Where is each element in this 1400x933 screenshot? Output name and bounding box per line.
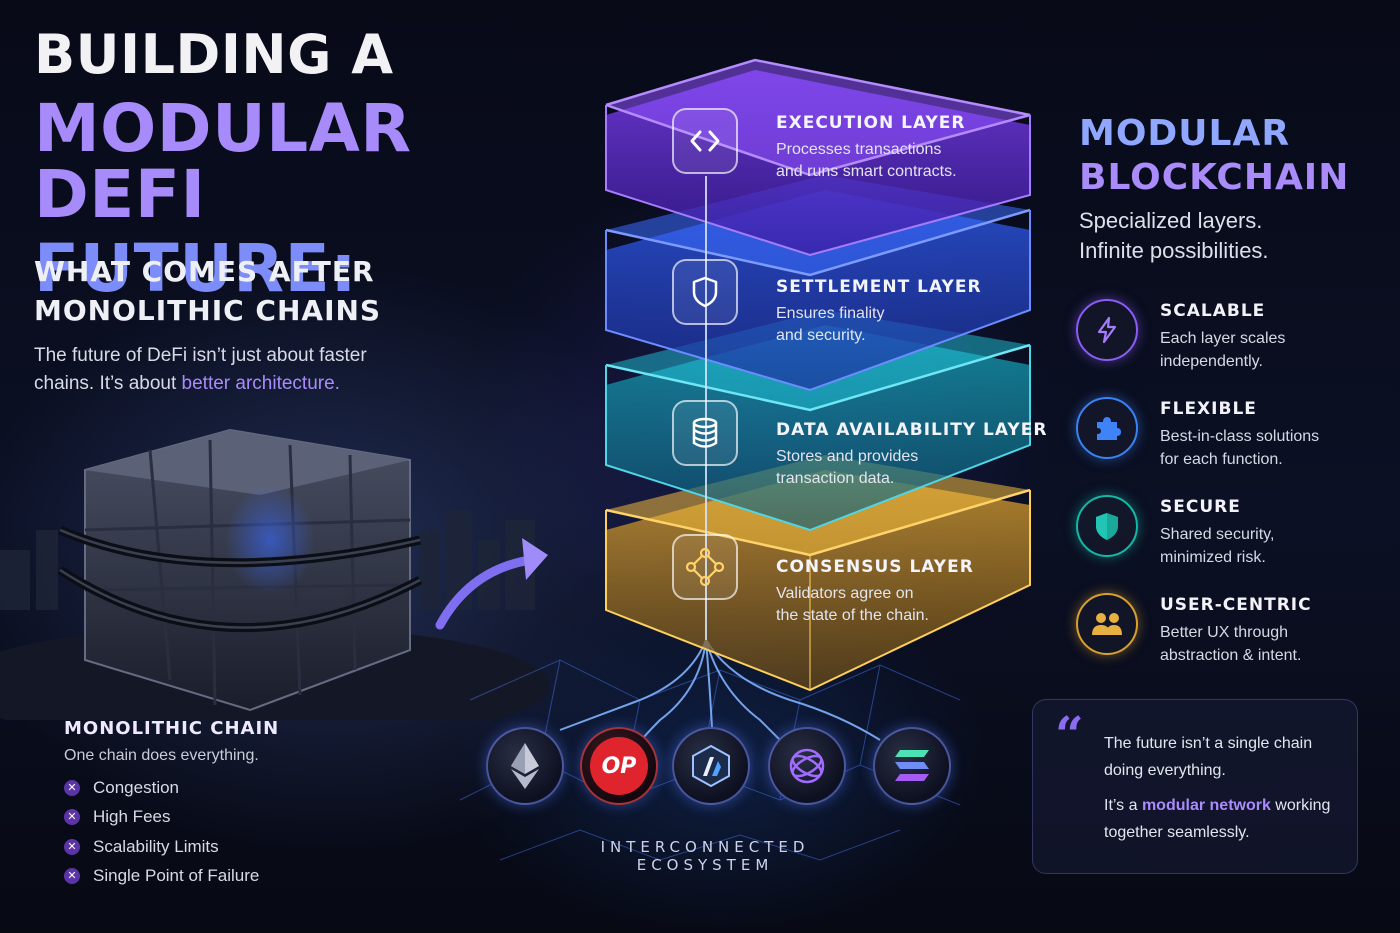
x-icon: ✕	[64, 779, 80, 796]
monolithic-description: One chain does everything.	[64, 747, 259, 764]
quote-highlight: modular network	[1141, 797, 1271, 814]
x-icon: ✕	[64, 868, 80, 885]
right-subtitle: Specialized layers. Infinite possibiliti…	[1079, 208, 1269, 263]
subtitle-line-2: MONOLITHIC CHAINS	[34, 294, 382, 327]
ethereum-icon	[486, 727, 564, 805]
feature-name: USER-CENTRIC	[1160, 595, 1312, 615]
database-icon	[672, 400, 738, 466]
right-title-line-1: MODULAR	[1079, 113, 1291, 154]
main-title: BUILDING A MODULAR DEFI FUTURE:	[34, 28, 554, 302]
quote-mark-icon: “	[1055, 705, 1084, 764]
quote-card: “ The future isn’t a single chain doing …	[1032, 699, 1358, 874]
feature-description: Shared security,minimized risk.	[1160, 526, 1275, 566]
monolithic-panel: MONOLITHIC CHAIN One chain does everythi…	[64, 718, 279, 891]
feature-secure: SECURE Shared security,minimized risk.	[1076, 495, 1340, 569]
users-icon	[1076, 593, 1138, 655]
puzzle-icon	[1076, 397, 1138, 459]
list-item: ✕Single Point of Failure	[64, 862, 279, 892]
quote-line-2: It’s a modular network working together …	[1104, 797, 1331, 841]
feature-name: SCALABLE	[1160, 301, 1266, 321]
title-line-3: FUTURE:	[34, 230, 358, 307]
layer-name: CONSENSUS LAYER	[776, 557, 974, 577]
shield-icon	[672, 259, 738, 325]
subtitle: WHAT COMES AFTER MONOLITHIC CHAINS	[34, 252, 381, 330]
solana-icon	[873, 727, 951, 805]
quote-line-1: The future isn’t a single chain doing ev…	[1104, 735, 1313, 779]
shield-icon	[1076, 495, 1138, 557]
layer-name: SETTLEMENT LAYER	[776, 277, 982, 297]
subtitle-line-1: WHAT COMES AFTER	[34, 255, 375, 288]
code-icon	[672, 108, 738, 174]
polygon-icon	[768, 727, 846, 805]
ecosystem-label: INTERCONNECTED ECOSYSTEM	[600, 838, 810, 874]
optimism-logo-text: OP	[590, 737, 648, 795]
layer-name: EXECUTION LAYER	[776, 113, 966, 133]
right-title: MODULAR BLOCKCHAIN	[1079, 112, 1349, 200]
monolithic-title: MONOLITHIC CHAIN	[64, 718, 280, 739]
intro-highlight: better architecture.	[181, 373, 340, 394]
monolithic-issue-list: ✕Congestion ✕High Fees ✕Scalability Limi…	[64, 773, 279, 891]
lightning-icon	[1076, 299, 1138, 361]
intro-body: The future of DeFi isn’t just about fast…	[34, 345, 367, 394]
x-icon: ✕	[64, 809, 80, 826]
broken-cube-illustration	[0, 428, 550, 720]
list-item: ✕Scalability Limits	[64, 832, 279, 862]
list-item: ✕Congestion	[64, 773, 279, 803]
title-line-1: BUILDING A	[34, 23, 394, 86]
right-title-line-2: BLOCKCHAIN	[1079, 157, 1350, 198]
list-item: ✕High Fees	[64, 803, 279, 833]
feature-name: FLEXIBLE	[1160, 399, 1257, 419]
feature-name: SECURE	[1160, 497, 1241, 517]
intro-text: The future of DeFi isn’t just about fast…	[34, 342, 374, 398]
layer-name: DATA AVAILABILITY LAYER	[776, 420, 1048, 440]
arbitrum-icon	[672, 727, 750, 805]
data-availability-layer: DATA AVAILABILITY LAYER Stores and provi…	[776, 420, 1047, 490]
optimism-icon: OP	[580, 727, 658, 805]
network-icon	[672, 534, 738, 600]
x-icon: ✕	[64, 838, 80, 855]
title-line-2: MODULAR DEFI	[34, 90, 412, 233]
